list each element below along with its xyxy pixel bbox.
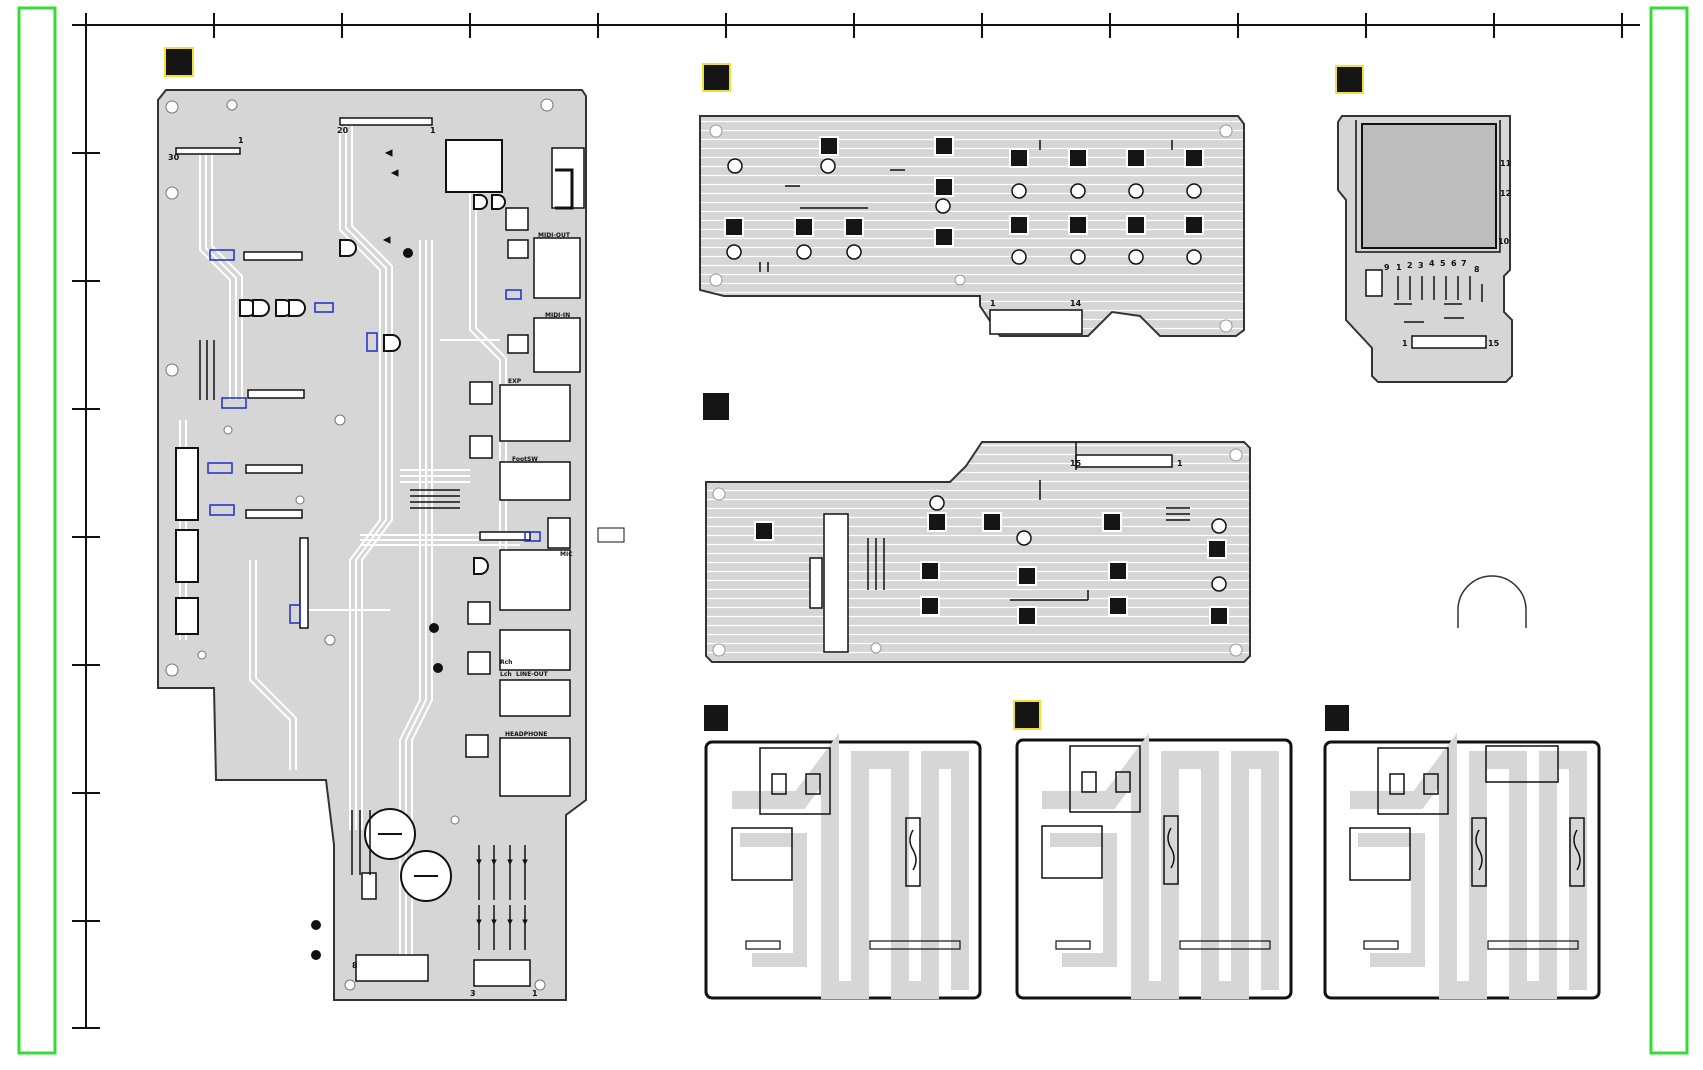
section-marker-power-board-c (1325, 705, 1349, 731)
connector-left-1 (175, 447, 199, 521)
section-marker-card-board (1335, 65, 1364, 94)
card-side-10: 10 (1498, 237, 1510, 246)
card-pin-label-3: 3 (1418, 261, 1424, 270)
upper-key-board: 1 14 (699, 115, 1245, 337)
upper-switch-pads (724, 136, 1204, 247)
connector-left-2 (175, 529, 199, 583)
midi-out-label: MIDI-OUT (538, 232, 571, 239)
connector-bottom-3 (361, 872, 377, 900)
bottom-pin-8: 8 (352, 961, 358, 970)
lower-pin-15: 15 (1070, 459, 1082, 468)
card-side-1: 1 (1402, 339, 1408, 348)
lower-switch-pads (754, 512, 1229, 626)
ffc-pin-30: 30 (168, 153, 180, 162)
top-ruler (72, 13, 1640, 38)
foot-sw-label: FootSW (512, 456, 538, 463)
headphone-label: HEADPHONE (505, 731, 547, 738)
card-side-15: 15 (1488, 339, 1500, 348)
bottom-pin-1: 1 (532, 989, 538, 998)
power-board-a (704, 733, 982, 1000)
connector-bottom-1 (355, 954, 429, 982)
exp-label: EXP (508, 378, 522, 385)
card-pin-label-2: 2 (1407, 261, 1413, 270)
card-side-11: 11 (1500, 159, 1512, 168)
rch-label: Rch (500, 659, 512, 666)
main-ic (445, 139, 503, 193)
power-board-c (1323, 733, 1601, 1000)
main-board: MIDI-OUT MIDI-IN EXP FootSW MIC Rch Lch … (157, 89, 625, 1001)
semicircle-component-outline (1457, 575, 1527, 628)
power-board-b (1015, 733, 1293, 1000)
power-jack-outline (551, 147, 585, 209)
lower-ffc-connector (1075, 454, 1173, 468)
upper-led-pads (726, 158, 1202, 265)
section-marker-power-board-b (1013, 700, 1041, 730)
card-pin-label-4: 4 (1429, 259, 1435, 268)
ffc-connector-top (339, 117, 433, 126)
connector-left-3 (175, 597, 199, 635)
lower-slider-body (823, 513, 849, 653)
lch-label: Lch (500, 671, 512, 678)
section-marker-upper-key-board (702, 63, 731, 92)
card-slot (1361, 123, 1497, 249)
connector-bottom-2 (473, 959, 531, 987)
left-ruler (72, 25, 100, 1029)
ffc-connector-left (175, 147, 241, 155)
card-pin-label-9: 9 (1384, 263, 1390, 272)
card-side-12: 12 (1500, 189, 1511, 198)
midi-in-label: MIDI-IN (545, 312, 570, 319)
card-pin-label-1: 1 (1396, 263, 1402, 272)
line-out-label: LINE-OUT (516, 671, 549, 678)
card-pin-label-5: 5 (1440, 259, 1446, 268)
right-frame-border (1649, 6, 1689, 1055)
section-marker-lower-key-board (703, 393, 729, 420)
lower-pin-1: 1 (1177, 459, 1183, 468)
ffc-pin-20: 20 (337, 126, 349, 135)
section-marker-main-board (164, 47, 194, 77)
card-pin-label-6: 6 (1451, 259, 1457, 268)
bottom-pin-3: 3 (470, 989, 476, 998)
mic-label: MIC (560, 551, 573, 558)
upper-ffc-connector (989, 309, 1083, 335)
left-frame-border (17, 6, 57, 1055)
upper-pin-1: 1 (990, 299, 996, 308)
upper-pin-14: 14 (1070, 299, 1082, 308)
card-pin-label-8: 8 (1474, 265, 1480, 274)
ffc-pin-1b: 1 (430, 126, 436, 135)
ffc-pin-1: 1 (238, 136, 244, 145)
card-ffc-connector (1411, 335, 1487, 349)
card-board: 9 1 2 3 4 5 6 7 8 11 12 10 15 1 (1337, 115, 1513, 383)
lower-key-board: 15 1 (705, 441, 1251, 663)
section-marker-power-board-a (704, 705, 728, 731)
card-pin-label-7: 7 (1461, 259, 1467, 268)
